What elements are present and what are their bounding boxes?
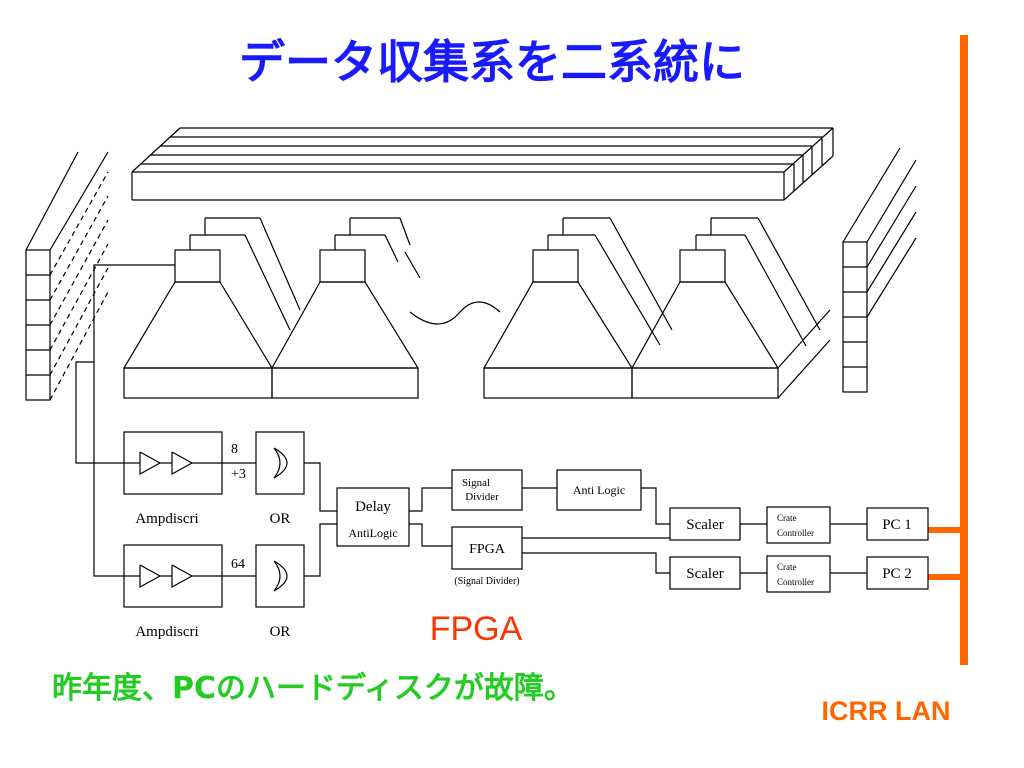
delay-box: [336, 487, 410, 547]
count-label-64: 64: [231, 557, 245, 572]
lan-bus: [928, 35, 968, 665]
crate-controller-box-2: [766, 555, 831, 593]
fpga-box: [451, 526, 523, 570]
crate-label-1: Crate: [777, 513, 797, 523]
pc-box-2: [866, 556, 929, 590]
slide-title: データ収集系を二系統に: [239, 35, 745, 89]
fpga-caption: (Signal Divider): [454, 576, 519, 587]
pc-label-1: PC 1: [882, 517, 912, 533]
ampdiscri-label-1: Ampdiscri: [135, 511, 198, 527]
crate-controller-box-1: [766, 506, 831, 544]
right-slab-stack: [842, 147, 917, 393]
controller-label-2: Controller: [777, 577, 814, 587]
or-label-2: OR: [270, 624, 291, 640]
fpga-callout: FPGA: [430, 610, 523, 648]
cable-bottom: [93, 362, 124, 577]
pmt-1: [122, 217, 301, 399]
signal-label: Signal: [462, 477, 490, 489]
cable-top: [75, 264, 175, 464]
delay-antilogic-label: AntiLogic: [348, 526, 397, 540]
pmt-2: [270, 217, 421, 399]
top-slab-stack: [131, 127, 834, 201]
or-label-1: OR: [270, 511, 291, 527]
continuation-wave: [409, 301, 501, 325]
left-slab-stack: [25, 151, 109, 401]
pc-box-1: [866, 507, 929, 541]
anti-logic-box: [556, 469, 642, 511]
count-label-plus3: +3: [231, 467, 246, 482]
signal-divider-box: [451, 469, 523, 511]
lan-label: ICRR LAN: [822, 696, 951, 726]
divider-label: Divider: [465, 491, 499, 503]
pmt-3: [482, 217, 673, 399]
failure-note: 昨年度、PCのハードディスクが故障。: [52, 671, 574, 706]
scaler-box-1: [669, 507, 741, 541]
fpga-box-label: FPGA: [469, 542, 506, 557]
pc-label-2: PC 2: [882, 566, 912, 582]
controller-label-1: Controller: [777, 528, 814, 538]
detector-drawing: [25, 127, 917, 577]
delay-label: Delay: [355, 499, 391, 515]
or-gate-2: [273, 560, 288, 592]
crate-label-2: Crate: [777, 562, 797, 572]
anti-logic-label: Anti Logic: [573, 483, 625, 497]
electronics-diagram: [123, 431, 929, 608]
pmt-4: [630, 217, 831, 399]
scaler-label-2: Scaler: [686, 566, 723, 582]
count-label-8: 8: [231, 442, 238, 457]
ampdiscri-label-2: Ampdiscri: [135, 624, 198, 640]
scaler-label-1: Scaler: [686, 517, 723, 533]
or-gate-1: [273, 447, 288, 479]
